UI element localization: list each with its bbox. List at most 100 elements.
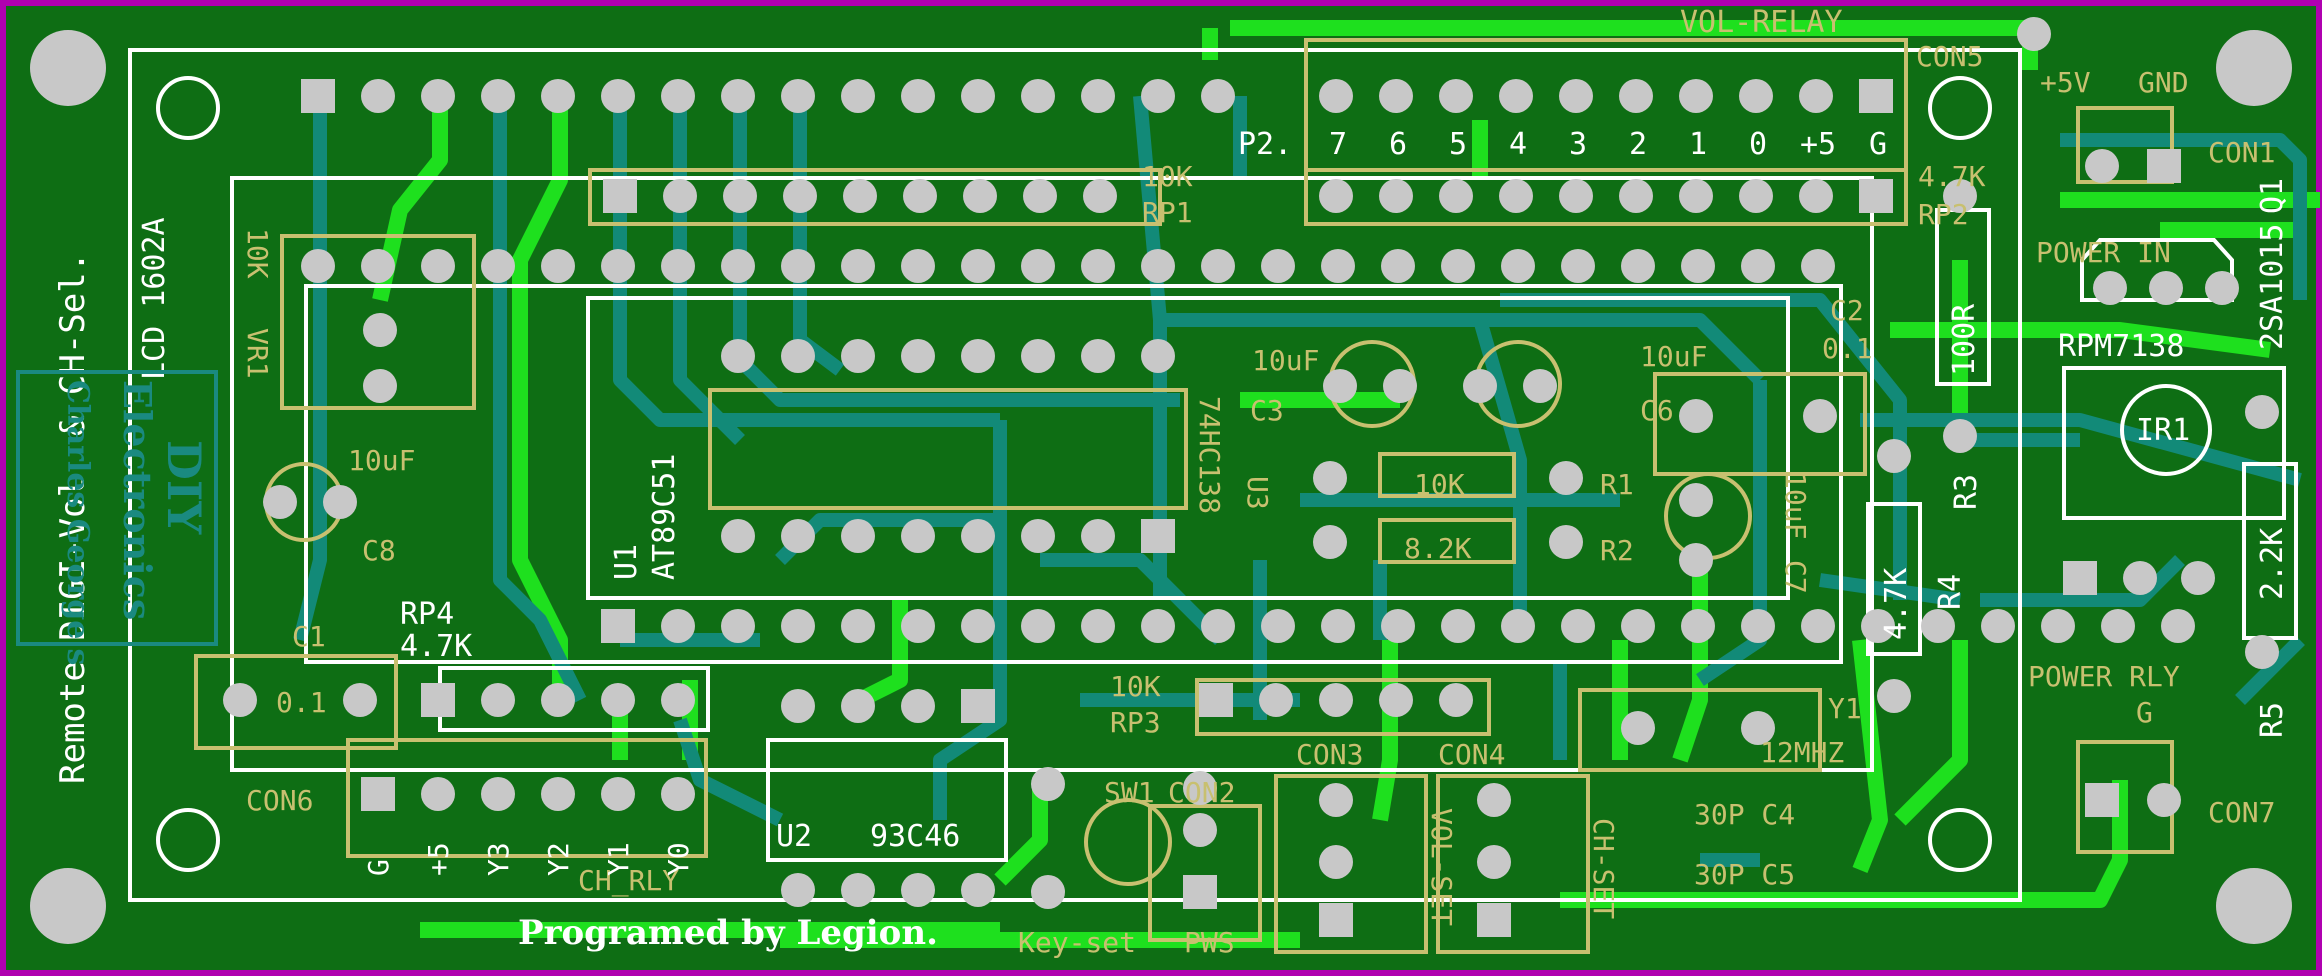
pad-round: [721, 339, 755, 373]
label-rp2: RP2: [1918, 198, 1969, 231]
label-u2-val: 93C46: [870, 819, 960, 854]
pad-round: [1201, 609, 1235, 643]
pad-round: [1501, 249, 1535, 283]
pad-round: [781, 689, 815, 723]
pad-round: [1313, 525, 1347, 559]
pad-round: [1183, 771, 1217, 805]
pad-round: [721, 249, 755, 283]
label-key-set: Key-set: [1018, 926, 1136, 959]
pad-round: [1549, 461, 1583, 495]
pad-round: [541, 79, 575, 113]
label-rp4-val: 4.7K: [400, 629, 472, 664]
watermark-charles: Charles George's: [60, 380, 95, 665]
pad-square: [1477, 903, 1511, 937]
label-u3-a: 74HC138: [1193, 396, 1226, 514]
pad-round: [421, 777, 455, 811]
pad-round: [1081, 249, 1115, 283]
pad-round: [1981, 609, 2015, 643]
pad-square: [421, 683, 455, 717]
silk-labels-yellow: VOL-RELAY CON5 +5V GND CON1 POWER IN POW…: [241, 5, 2275, 959]
label-rp2-val: 4.7K: [1918, 160, 1986, 193]
pad-round: [1021, 249, 1055, 283]
pad-round: [1383, 369, 1417, 403]
label-p2: P2.: [1238, 127, 1292, 162]
pad-round: [1083, 179, 1117, 213]
pad-round: [841, 79, 875, 113]
pad-round: [663, 179, 697, 213]
header-pin-label: Y0: [662, 842, 695, 876]
pad-round: [1141, 339, 1175, 373]
pad-round: [1379, 683, 1413, 717]
pad-round: [841, 609, 875, 643]
label-c3: C3: [1250, 394, 1284, 427]
pad-round: [961, 873, 995, 907]
label-r5-val: 2.2K: [2255, 528, 2290, 600]
label-vol-set: VOL-SET: [1425, 808, 1458, 926]
pad-round: [1619, 179, 1653, 213]
pad-round: [1081, 339, 1115, 373]
pad-round: [963, 179, 997, 213]
pad-round: [421, 79, 455, 113]
pad-round: [223, 683, 257, 717]
pad-round: [1183, 813, 1217, 847]
pad-round: [1681, 609, 1715, 643]
pad-round: [1141, 249, 1175, 283]
pad-round: [961, 249, 995, 283]
pad-round: [1201, 249, 1235, 283]
pad-round: [1739, 179, 1773, 213]
label-at89c51: AT89C51: [647, 454, 682, 580]
label-r4: R4: [1933, 574, 1968, 610]
label-programed: Programed by Legion.: [518, 913, 938, 953]
label-g-power: G: [2136, 696, 2153, 729]
pad-round: [2161, 609, 2195, 643]
label-c7-val: 10uF: [1779, 472, 1812, 539]
label-c2: C2: [1830, 294, 1864, 327]
pad-round: [361, 79, 395, 113]
label-sa1015: 2SA1015: [2255, 224, 2290, 350]
pad-round: [1321, 609, 1355, 643]
label-con2: CON2: [1168, 776, 1235, 809]
label-ch-set: CH-SET: [1587, 818, 1620, 919]
pad-round: [781, 79, 815, 113]
pad-round: [1861, 609, 1895, 643]
pad-round: [2093, 271, 2127, 305]
pad-round: [1741, 711, 1775, 745]
pad-round: [481, 777, 515, 811]
pad-square: [1141, 519, 1175, 553]
pad-round: [1681, 249, 1715, 283]
pad-round: [721, 609, 755, 643]
label-u2: U2: [776, 819, 812, 854]
pad-round: [343, 683, 377, 717]
label-r5: R5: [2255, 702, 2290, 738]
pad-square: [603, 179, 637, 213]
pad-round: [1439, 683, 1473, 717]
header-pin-label: Y1: [602, 842, 635, 876]
label-con3: CON3: [1296, 738, 1363, 771]
pad-round: [2245, 395, 2279, 429]
label-c8: C8: [362, 534, 396, 567]
pad-round: [1439, 79, 1473, 113]
label-q1: Q1: [2255, 178, 2290, 214]
header-pin-label: Y2: [542, 842, 575, 876]
pad-round: [2017, 17, 2051, 51]
label-r1-val: 10K: [1414, 468, 1465, 501]
pad-round: [781, 519, 815, 553]
pad-round: [363, 313, 397, 347]
pad-round: [783, 179, 817, 213]
pad-round: [781, 609, 815, 643]
pad-round: [1477, 783, 1511, 817]
pad-square: [601, 609, 635, 643]
header-pin-label: 3: [1569, 127, 1587, 162]
pad-round: [961, 339, 995, 373]
pad-square: [1199, 683, 1233, 717]
pad-round: [1619, 79, 1653, 113]
watermark-diy: DIY: [157, 440, 211, 535]
label-con7: CON7: [2208, 796, 2275, 829]
label-u3-b: U3: [1241, 476, 1274, 510]
label-rp3: RP3: [1110, 706, 1161, 739]
pad-square: [1319, 903, 1353, 937]
pad-round: [841, 339, 875, 373]
header-pin-label: G: [1869, 127, 1887, 162]
